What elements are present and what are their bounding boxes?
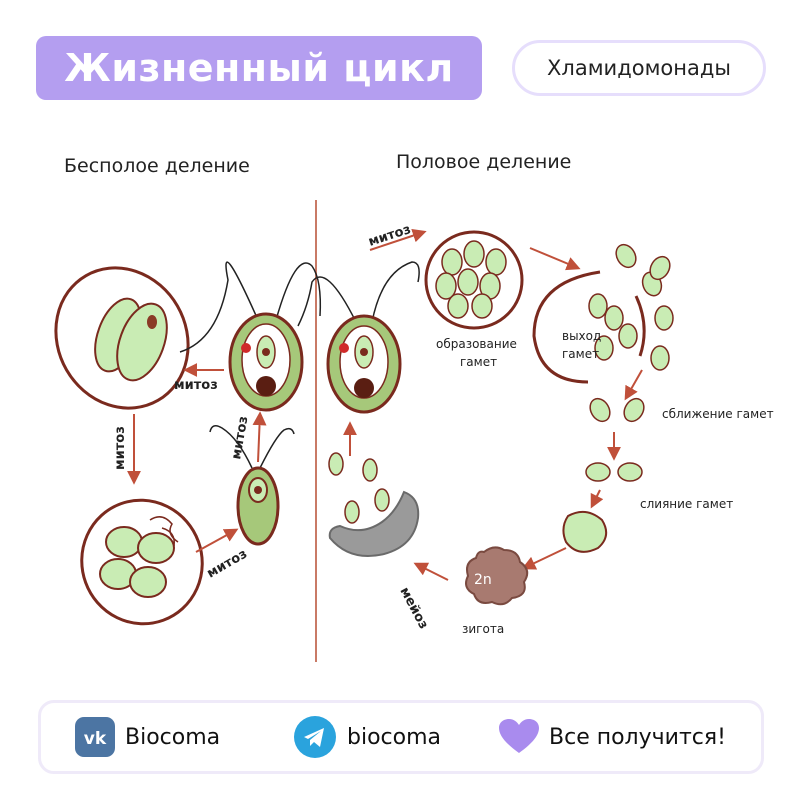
- label-meiosis: мейоз: [396, 585, 430, 632]
- arrow-to-approach: [624, 369, 643, 401]
- mature-cell-sexual: [297, 261, 420, 414]
- label-mitosis-4: митоз: [229, 415, 251, 461]
- vk-link[interactable]: vk Biocoma: [75, 703, 220, 771]
- page-title: Жизненный цикл: [36, 36, 482, 100]
- arrow-mitosis-right: [195, 528, 239, 553]
- label-mitosis-2: митоз: [113, 426, 128, 470]
- vk-icon: vk: [75, 717, 115, 757]
- gamete-formation-cell: [424, 230, 524, 330]
- label-gamete-approach: сближение гамет: [662, 407, 774, 421]
- telegram-label: biocoma: [347, 724, 442, 750]
- zygote: [465, 546, 529, 606]
- arrow-to-exit: [529, 247, 581, 271]
- heart-icon: [499, 719, 539, 755]
- mature-cell-asexual: [179, 261, 322, 412]
- slogan-item: Все получится!: [499, 703, 726, 771]
- dividing-cell-two: [54, 266, 190, 410]
- label-mitosis-3: митоз: [205, 547, 250, 582]
- arrow-to-zygote: [521, 547, 567, 570]
- arrow-meiosis: [413, 562, 449, 581]
- label-gamete-exit-1: выход: [562, 329, 601, 343]
- approaching-gametes: [589, 397, 645, 423]
- gamete-exit-cell: [532, 243, 674, 384]
- telegram-link[interactable]: biocoma: [293, 703, 441, 771]
- young-cell: [209, 425, 295, 546]
- label-gamete-fusion: слияние гамет: [640, 497, 733, 511]
- label-gamete-formation-2: гамет: [460, 355, 497, 369]
- vk-label: Biocoma: [125, 724, 221, 750]
- label-gamete-exit-2: гамет: [562, 347, 599, 361]
- arrow-to-zygote-cell: [590, 489, 604, 509]
- young-zygote: [562, 510, 608, 553]
- section-sexual-title: Половое деление: [396, 151, 571, 173]
- slogan-label: Все получится!: [549, 724, 726, 750]
- label-zygote: зигота: [462, 622, 504, 636]
- telegram-icon: [293, 715, 337, 759]
- label-zygote-ploidy: 2n: [474, 572, 492, 588]
- dividing-cell-four: [80, 498, 204, 626]
- fusing-gametes: [585, 462, 643, 482]
- label-mitosis-5: митоз: [367, 222, 413, 250]
- arrow-mitosis-to-gametes: [369, 228, 427, 251]
- arrow-mitosis-up: [252, 411, 267, 463]
- section-asexual-title: Бесполое деление: [64, 155, 250, 177]
- germinating-zygote: [328, 452, 420, 557]
- life-cycle-diagram: Бесполое деление Половое деление: [54, 151, 774, 662]
- page-subtitle: Хламидомонады: [512, 40, 766, 96]
- label-gamete-formation-1: образование: [436, 337, 517, 351]
- label-mitosis-1: митоз: [174, 378, 218, 393]
- footer-bar: vk Biocoma biocoma Все получится!: [38, 700, 764, 774]
- svg-text:vk: vk: [84, 729, 107, 749]
